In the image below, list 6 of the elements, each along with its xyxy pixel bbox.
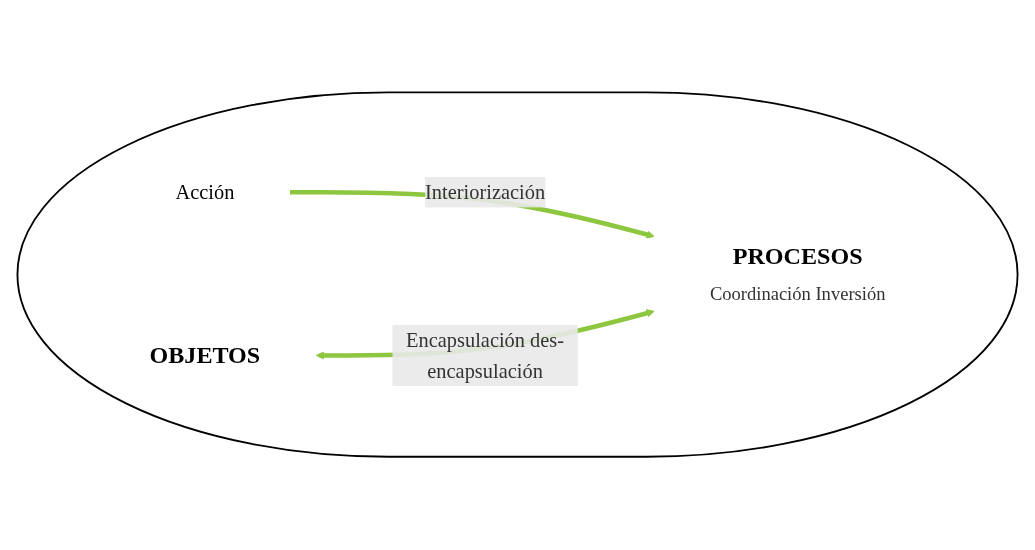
node-text: OBJETOS [149, 342, 261, 370]
node-label: Coordinación Inversión [709, 283, 886, 304]
edge-label: Encapsulación des-encapsulación [406, 329, 565, 383]
node-text: Acción [175, 181, 235, 205]
node-text: PROCESOS [732, 242, 863, 270]
edge-label: Interiorización [425, 181, 546, 205]
